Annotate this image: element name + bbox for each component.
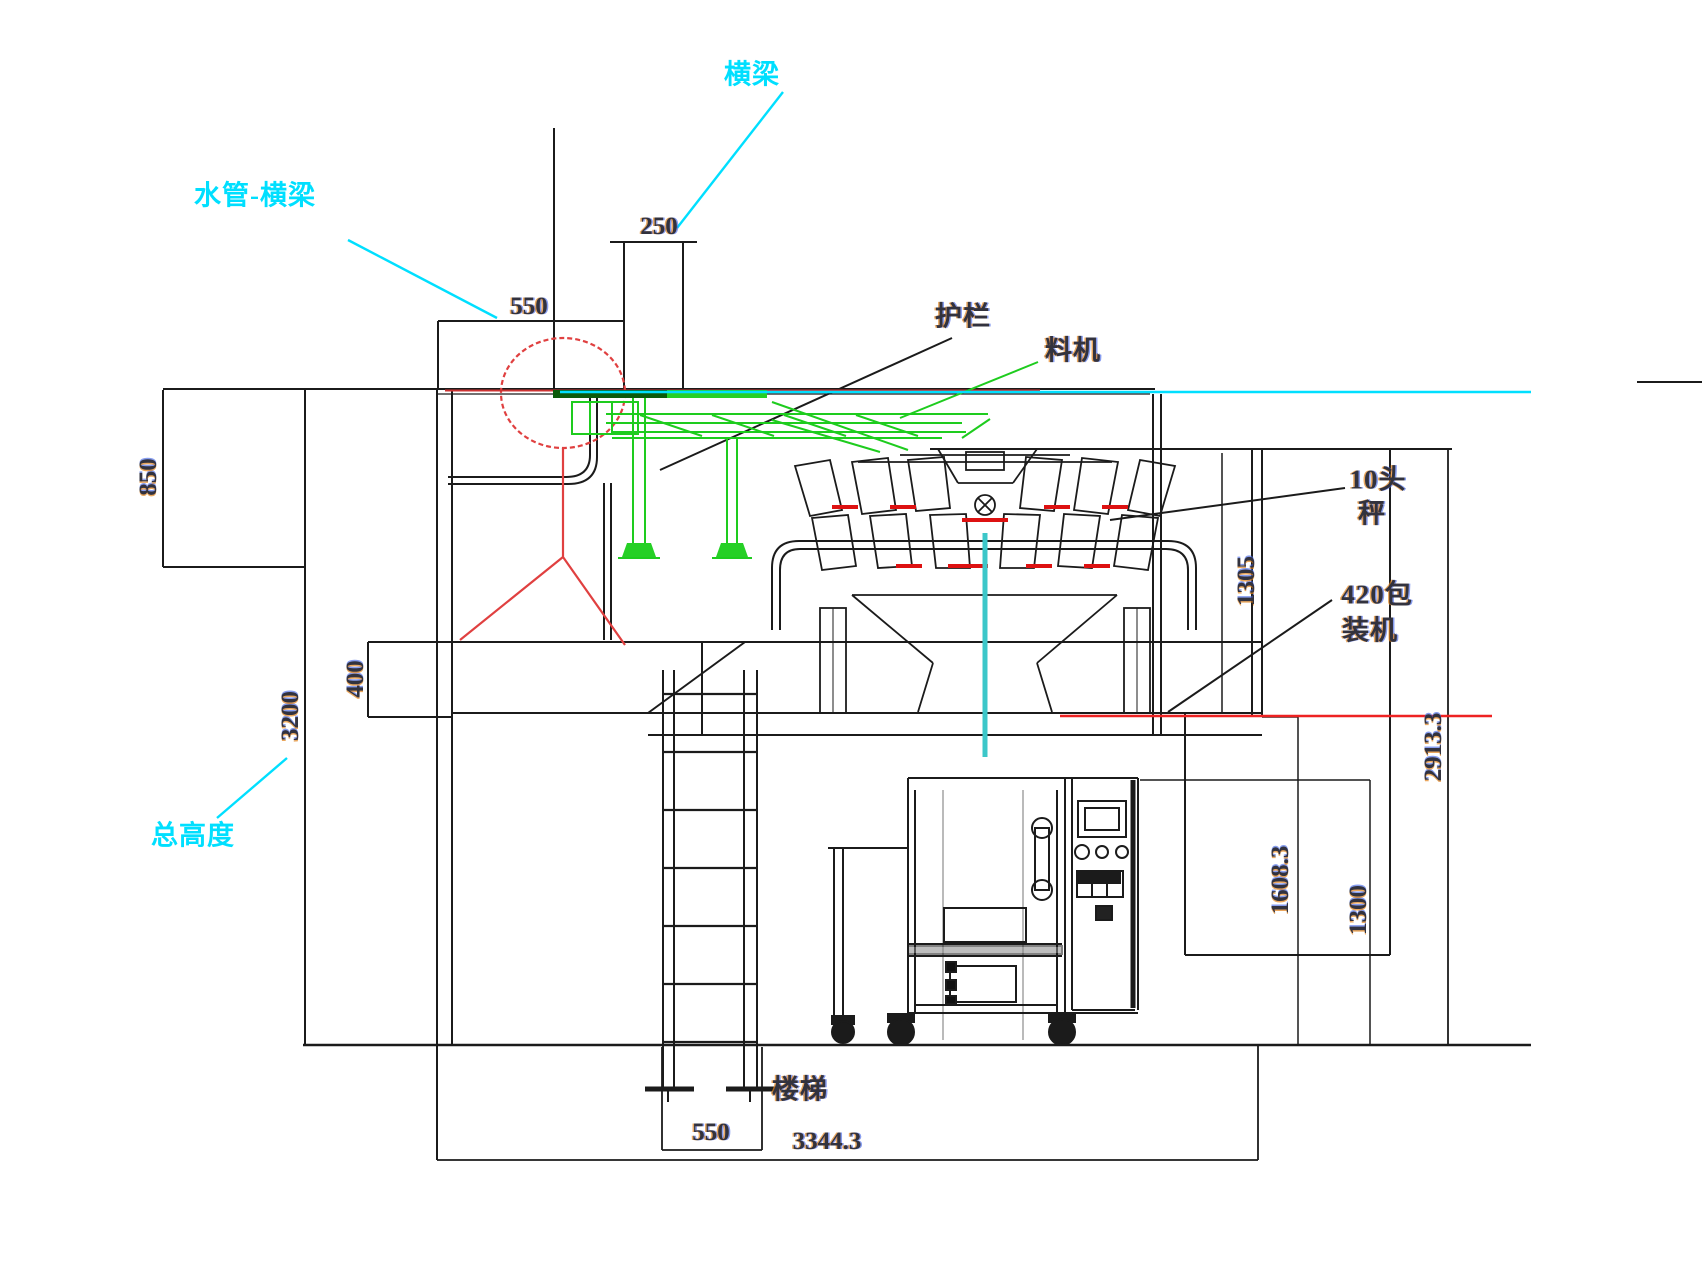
leader-lines bbox=[659, 337, 1346, 713]
beam-leader-line bbox=[676, 91, 784, 229]
dim-ladder-width: 550 bbox=[692, 1119, 730, 1146]
operator-figure bbox=[459, 336, 627, 646]
structure-lines bbox=[162, 128, 1702, 1161]
dim-beam-width: 250 bbox=[640, 213, 678, 240]
dim-overall-width: 3344.3 bbox=[792, 1128, 862, 1155]
label-guardrail: 护栏 bbox=[935, 301, 991, 332]
dim-packer-height: 1300 bbox=[1345, 885, 1372, 935]
ladder bbox=[645, 670, 775, 1102]
dim-overall-height: 2913.3 bbox=[1420, 712, 1447, 782]
dim-under-floor: 1608.3 bbox=[1267, 845, 1294, 915]
label-feeder: 料机 bbox=[1045, 335, 1101, 366]
weigher-red-marks bbox=[832, 505, 1128, 568]
packaging-machine bbox=[828, 777, 1139, 1046]
dim-total-height: 3200 bbox=[277, 691, 304, 741]
label-packer-line2: 装机 bbox=[1342, 615, 1398, 646]
label-pipe-beam: 水管-横梁 bbox=[194, 180, 316, 211]
label-weigher-line2: 秤 bbox=[1358, 498, 1386, 529]
dim-floor-beam-depth: 400 bbox=[342, 660, 369, 698]
label-weigher-line1: 10头 bbox=[1349, 464, 1407, 495]
dim-weigher-zone: 1305 bbox=[1233, 556, 1260, 606]
feeder-structure bbox=[553, 361, 1039, 559]
label-stairs: 楼梯 bbox=[772, 1074, 828, 1105]
label-packer-line1: 420包 bbox=[1341, 579, 1413, 610]
pipe-beam-leader-line bbox=[347, 238, 498, 320]
feeder-leader-line bbox=[899, 361, 1039, 419]
dim-platform-width: 550 bbox=[510, 293, 548, 320]
label-total-height: 总高度 bbox=[151, 820, 235, 851]
label-beam: 横梁 bbox=[724, 59, 780, 90]
total-height-leader-line bbox=[216, 757, 288, 819]
reference-lines bbox=[216, 91, 1531, 819]
dim-upper-box-height: 850 bbox=[135, 458, 162, 496]
